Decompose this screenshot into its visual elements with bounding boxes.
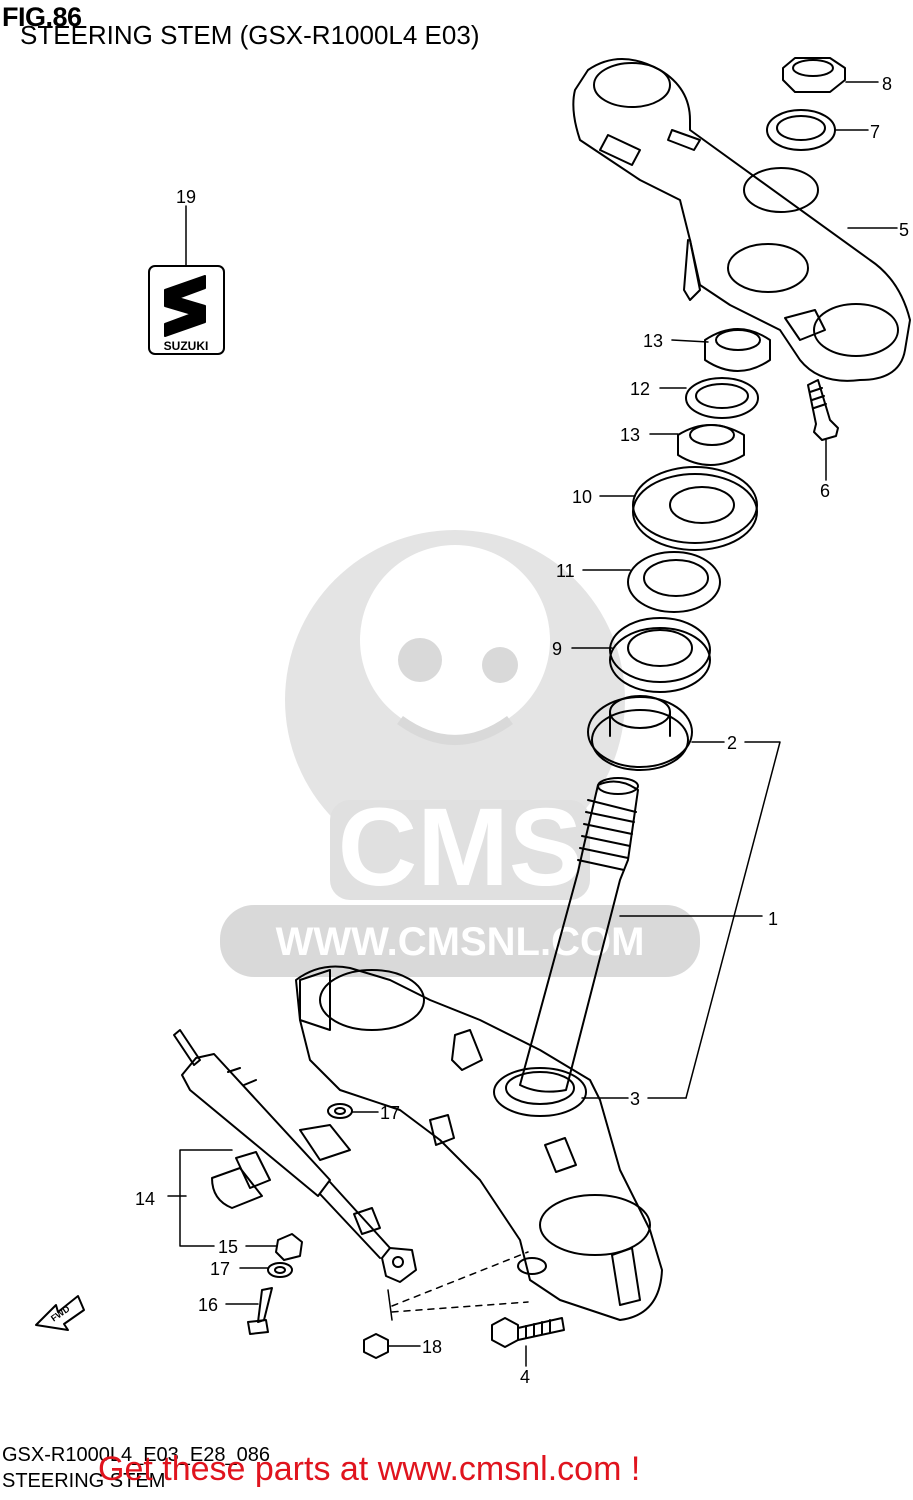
callout-1: 1	[768, 909, 778, 929]
bolt-4	[491, 1317, 565, 1348]
callout-10: 10	[572, 487, 592, 507]
callout-17-upper: 17	[380, 1103, 400, 1123]
fwd-arrow-icon	[35, 1295, 85, 1331]
callouts: 1 2 3 4 5 6 7 8 9 10 11 12 13 13 14 15 1…	[135, 74, 909, 1387]
washer-17-lower	[267, 1262, 293, 1278]
callout-2: 2	[727, 733, 737, 753]
nut-8	[782, 57, 846, 93]
washer-11	[627, 551, 721, 613]
washer-17-upper	[327, 1103, 353, 1119]
callout-3: 3	[630, 1089, 640, 1109]
bolt-16	[247, 1287, 273, 1335]
nut-15	[275, 1233, 303, 1261]
callout-14: 14	[135, 1189, 155, 1209]
callout-18: 18	[422, 1337, 442, 1357]
washer-7	[766, 109, 836, 151]
callout-4: 4	[520, 1367, 530, 1387]
callout-5: 5	[899, 220, 909, 240]
watermark: CMS WWW.CMSNL.COM	[220, 530, 700, 977]
nut-13-lower	[677, 424, 745, 466]
steering-stem-1	[519, 777, 639, 1093]
seal-10	[632, 466, 758, 551]
figure-title: STEERING STEM (GSX-R1000L4 E03)	[20, 20, 480, 50]
callout-17-lower: 17	[210, 1259, 230, 1279]
upper-bracket	[572, 58, 911, 382]
callout-19: 19	[176, 187, 196, 207]
watermark-url: WWW.CMSNL.COM	[276, 920, 645, 964]
callout-13-lower: 13	[620, 425, 640, 445]
promo-link[interactable]: Get these parts at www.cmsnl.com !	[98, 1450, 641, 1488]
washer-12	[685, 377, 759, 419]
callout-8: 8	[882, 74, 892, 94]
footer-name: STEERING STEM	[2, 1470, 166, 1492]
callout-16: 16	[198, 1295, 218, 1315]
steering-damper-14	[173, 1029, 417, 1283]
callout-11: 11	[556, 561, 575, 581]
callout-15: 15	[218, 1237, 238, 1257]
seal-3	[493, 1067, 587, 1117]
footer-code: GSX-R1000L4_E03_E28_086	[2, 1444, 270, 1466]
leader-lines	[167, 81, 898, 1367]
callout-9: 9	[552, 639, 562, 659]
callout-12: 12	[630, 379, 650, 399]
bolt-6	[807, 379, 839, 441]
callout-7: 7	[870, 122, 880, 142]
callout-6: 6	[820, 481, 830, 501]
callout-13-upper: 13	[643, 331, 663, 351]
nut-13-upper	[704, 328, 771, 372]
watermark-logo: CMS	[338, 786, 582, 909]
badge-text: SUZUKI	[164, 339, 209, 353]
figure-number: FIG.86	[2, 2, 82, 32]
bearing-2	[587, 695, 693, 771]
lower-bracket	[295, 965, 663, 1321]
nut-18	[363, 1333, 389, 1359]
bearing-9	[609, 617, 711, 693]
